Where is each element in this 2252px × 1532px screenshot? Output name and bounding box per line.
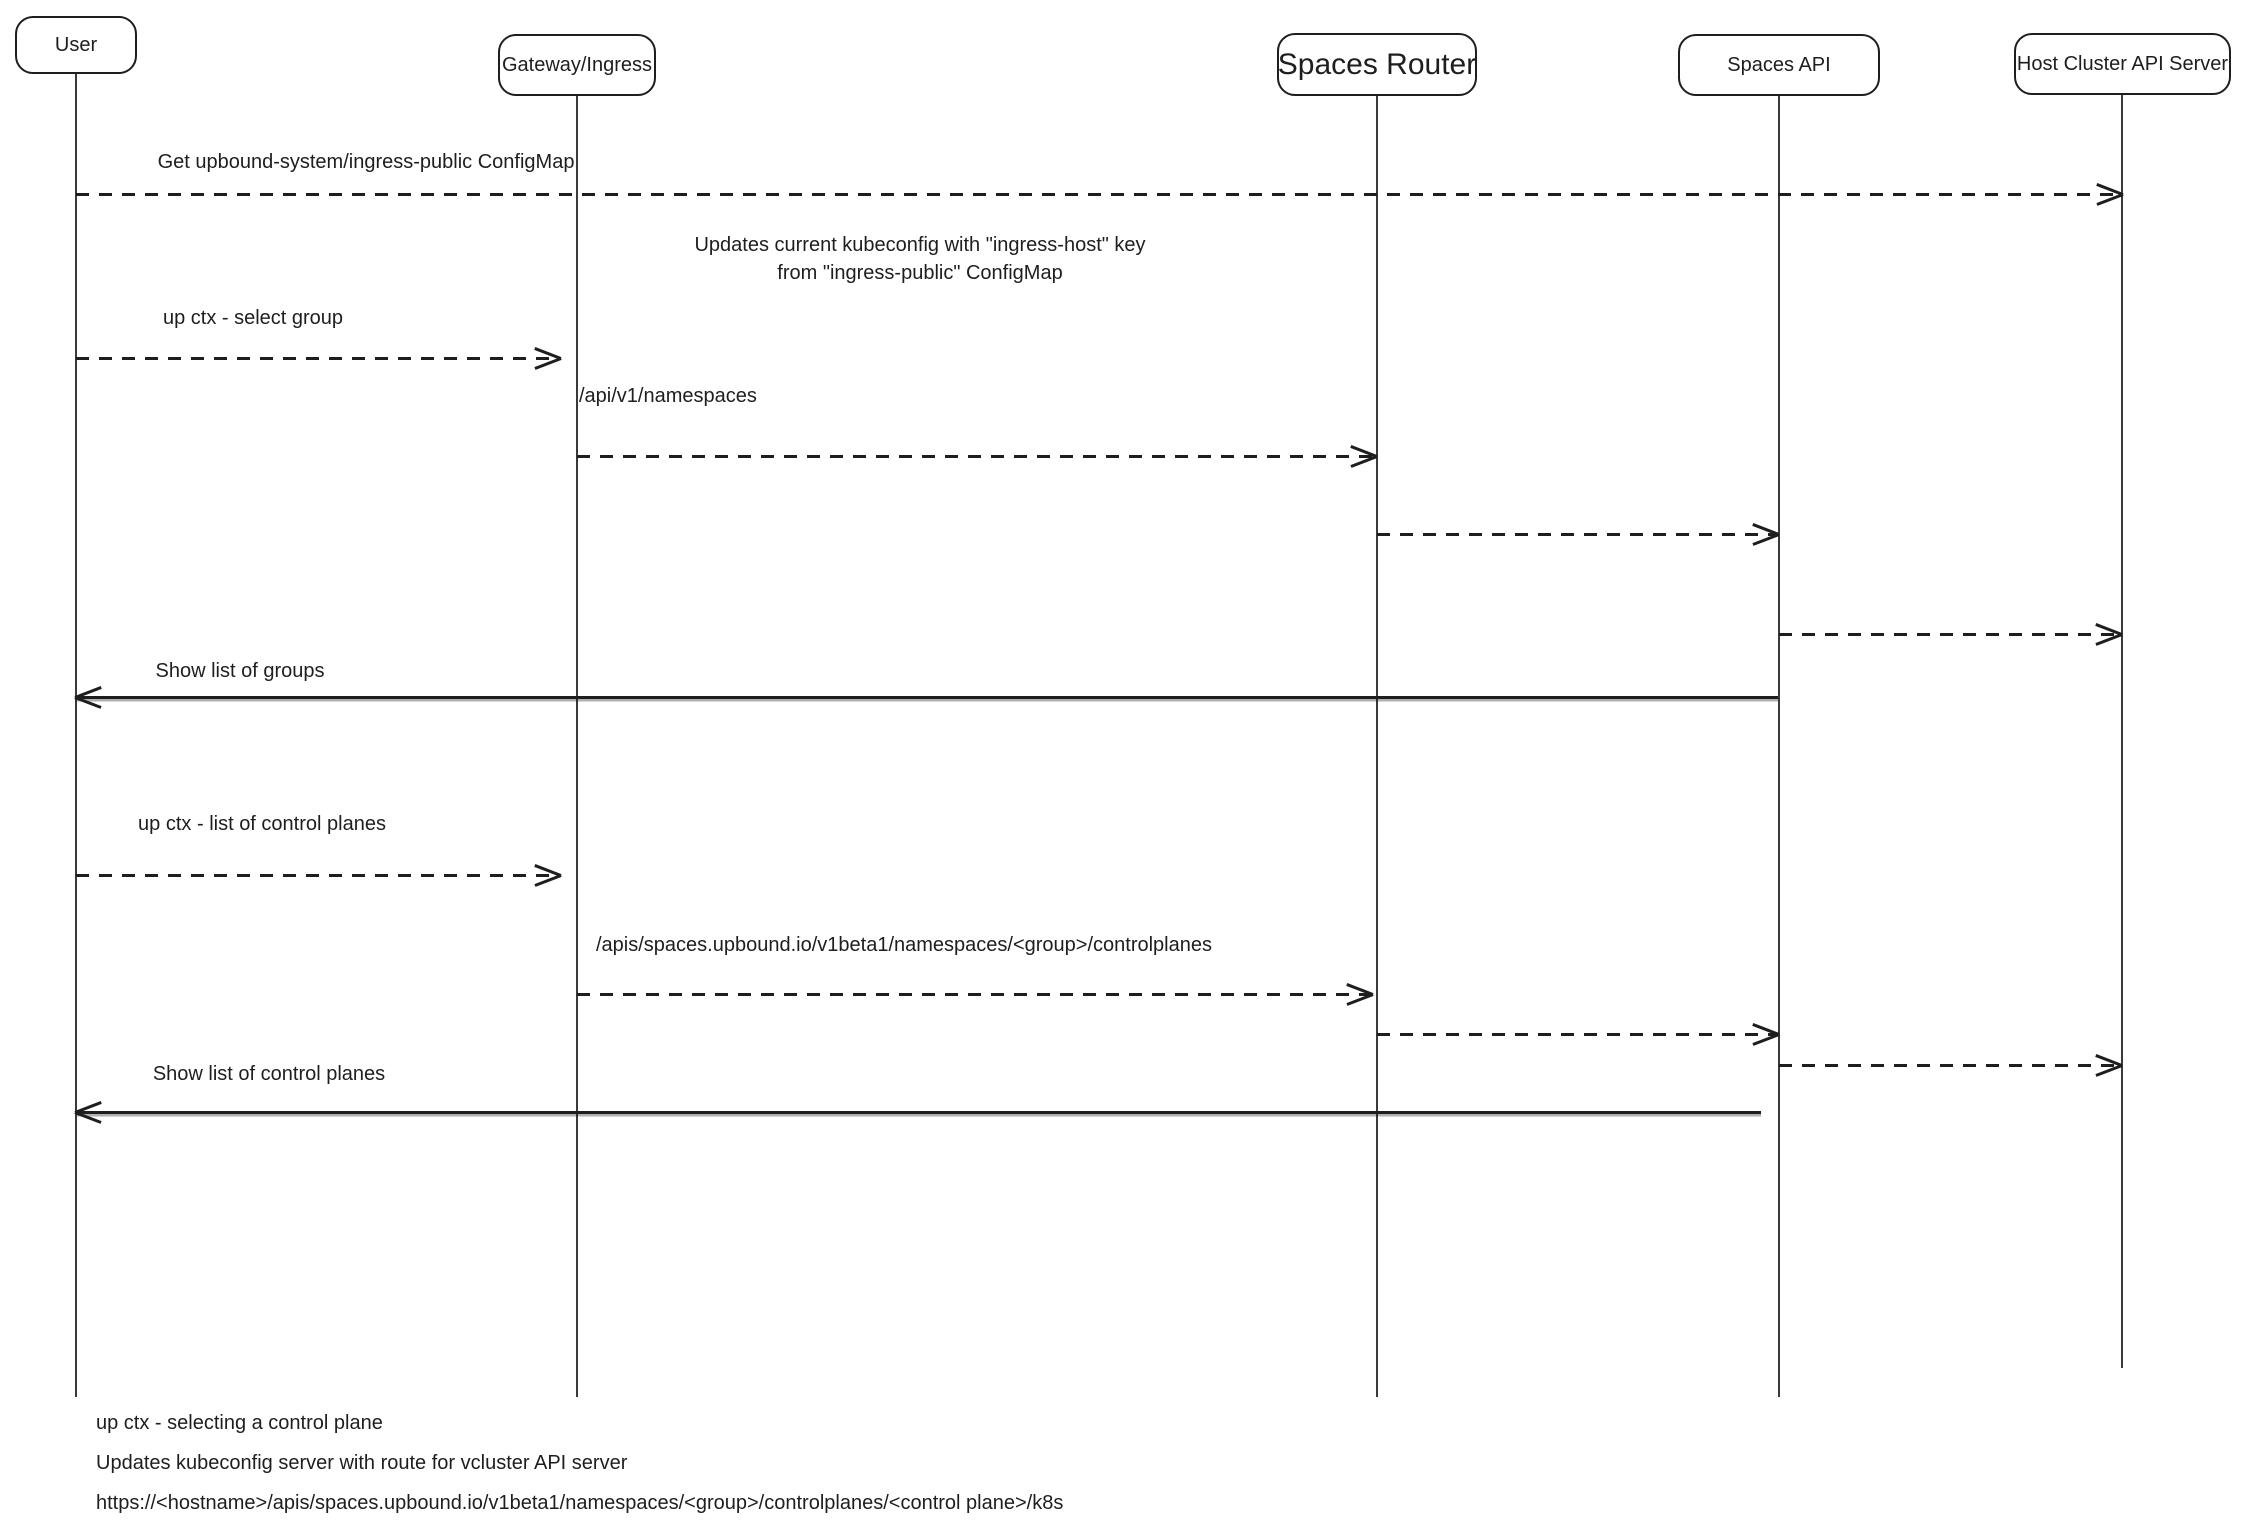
actor-box-gateway: Gateway/Ingress bbox=[498, 34, 656, 96]
label-show-groups: Show list of groups bbox=[155, 660, 325, 682]
arrow-get-configmap bbox=[76, 193, 2122, 196]
lifeline-host-cluster bbox=[2121, 95, 2123, 1368]
lifeline-gateway bbox=[576, 96, 578, 1397]
arrow-controlplanes-request bbox=[577, 993, 1372, 996]
arrow-namespaces-request bbox=[577, 455, 1376, 458]
actor-box-user: User bbox=[15, 16, 137, 74]
arrow-show-groups-return bbox=[76, 696, 1778, 699]
actor-label-gateway: Gateway/Ingress bbox=[501, 53, 653, 76]
footnote-updates-kubeconfig: Updates kubeconfig server with route for… bbox=[96, 1452, 628, 1474]
lifeline-spaces-api bbox=[1778, 96, 1780, 1397]
actor-label-spaces-api: Spaces API bbox=[1727, 53, 1831, 76]
note-kubeconfig-update: Updates current kubeconfig with "ingress… bbox=[694, 234, 1146, 284]
arrow-show-control-planes-return bbox=[76, 1111, 1761, 1114]
actor-box-spaces-router: Spaces Router bbox=[1277, 33, 1477, 96]
actor-label-spaces-router: Spaces Router bbox=[1277, 47, 1477, 81]
arrow-router-to-api-groups bbox=[1377, 533, 1778, 536]
lifeline-user bbox=[75, 74, 77, 1397]
label-show-control-planes: Show list of control planes bbox=[152, 1063, 386, 1085]
arrow-api-to-host-groups bbox=[1779, 633, 2121, 636]
actor-label-user: User bbox=[54, 33, 98, 56]
footnote-selecting-control-plane: up ctx - selecting a control plane bbox=[96, 1412, 383, 1434]
arrow-select-group bbox=[76, 357, 560, 360]
arrow-list-control-planes bbox=[76, 874, 560, 877]
label-select-group: up ctx - select group bbox=[162, 307, 344, 329]
label-controlplanes-path: /apis/spaces.upbound.io/v1beta1/namespac… bbox=[596, 934, 1212, 956]
actor-label-host-cluster: Host Cluster API Server bbox=[2016, 52, 2229, 75]
label-namespaces-path: /api/v1/namespaces bbox=[579, 385, 757, 407]
label-get-configmap: Get upbound-system/ingress-public Config… bbox=[157, 151, 575, 173]
actor-box-spaces-api: Spaces API bbox=[1678, 34, 1880, 96]
actor-box-host-cluster: Host Cluster API Server bbox=[2014, 33, 2231, 95]
footnote-vcluster-url: https://<hostname>/apis/spaces.upbound.i… bbox=[96, 1492, 1064, 1514]
lifeline-spaces-router bbox=[1376, 95, 1378, 1397]
label-list-control-planes: up ctx - list of control planes bbox=[138, 813, 386, 835]
arrow-router-to-api-controlplanes bbox=[1377, 1033, 1778, 1036]
arrow-api-to-host-controlplanes bbox=[1779, 1064, 2121, 1067]
